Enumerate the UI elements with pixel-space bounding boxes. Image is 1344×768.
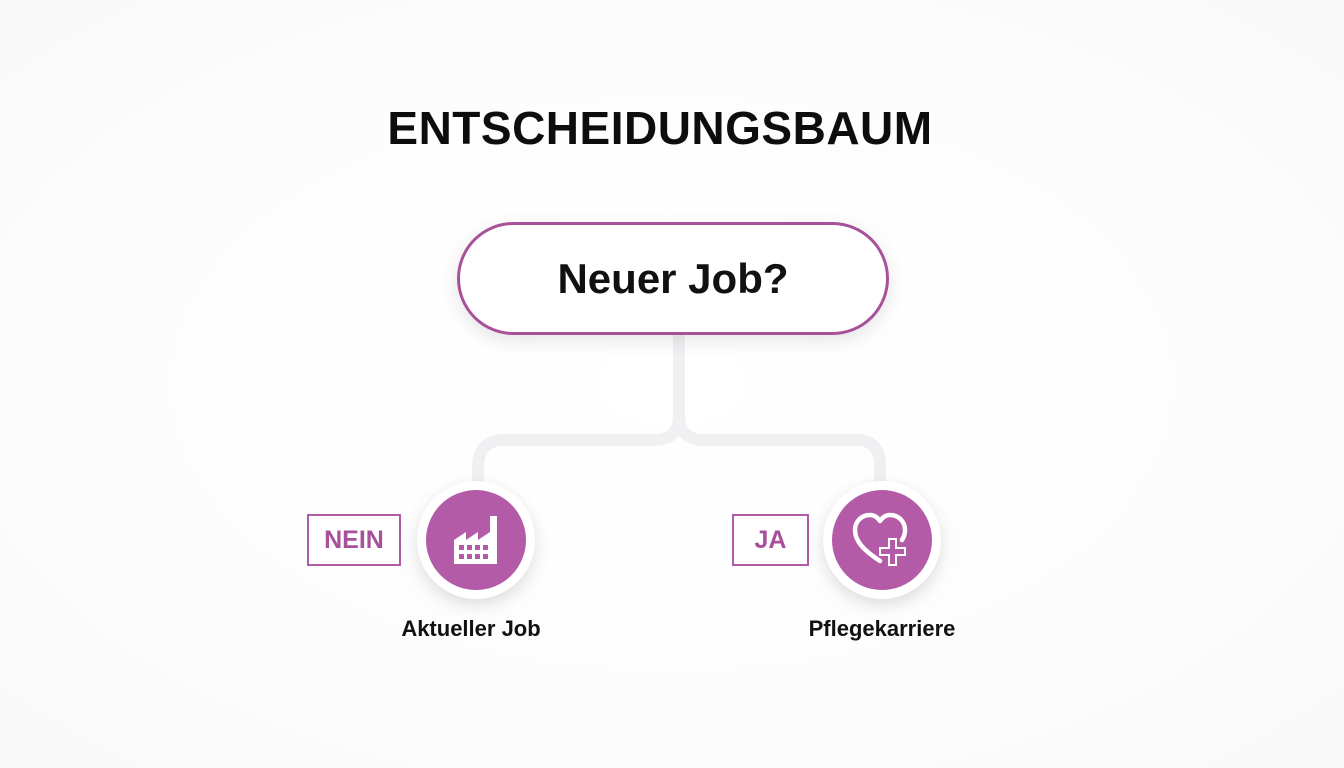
branch-tag-no: NEIN <box>307 514 401 566</box>
decision-label: Neuer Job? <box>557 254 789 302</box>
outcome-node-current-job <box>417 481 535 599</box>
decision-node: Neuer Job? <box>457 222 889 335</box>
factory-icon <box>454 516 497 564</box>
outcome-disc <box>426 490 526 590</box>
outcome-caption-current-job: Aktueller Job <box>401 616 541 641</box>
diagram-title: ENTSCHEIDUNGSBAUM <box>387 102 933 154</box>
outcome-disc <box>832 490 932 590</box>
branch-tag-yes: JA <box>732 514 809 566</box>
heart-plus-icon <box>852 512 908 566</box>
connector-path <box>472 332 886 490</box>
outcome-node-care-career <box>823 481 941 599</box>
outcome-caption-care-career: Pflegekarriere <box>808 616 956 641</box>
